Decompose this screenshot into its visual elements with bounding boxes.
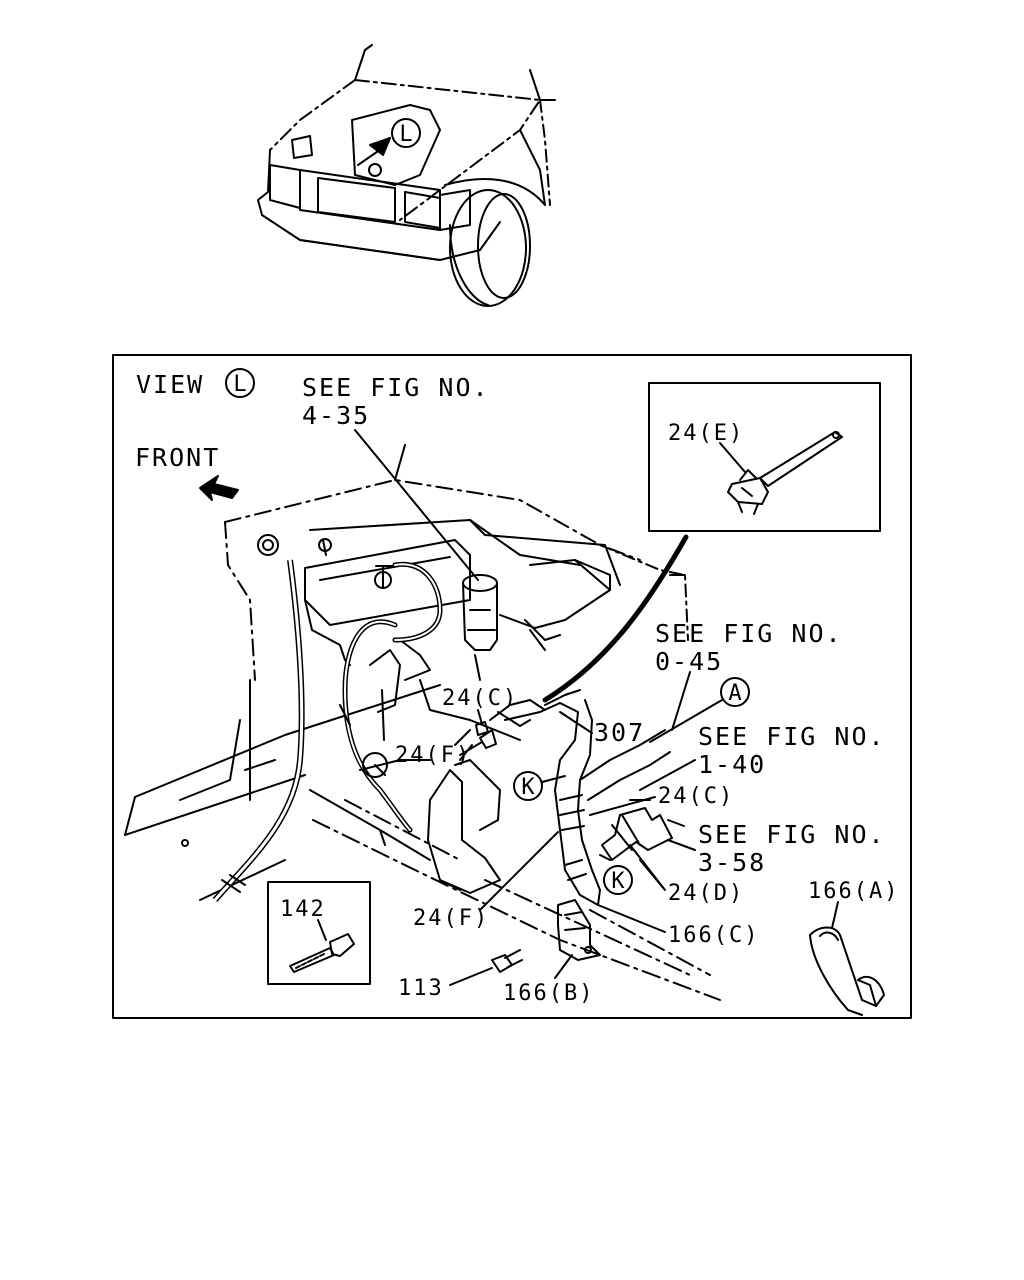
- marker-a: A: [649, 677, 750, 743]
- label-24d: 24(D): [668, 881, 744, 906]
- label-24c-upper: 24(C): [442, 686, 518, 711]
- leader-166b: [554, 954, 573, 979]
- see-fig-3-58: SEE FIG NO. 3-58: [698, 820, 886, 877]
- label-166c: 166(C): [668, 923, 759, 948]
- view-letter: L: [233, 372, 246, 397]
- inset-connector: [542, 534, 689, 703]
- view-frame: [112, 354, 912, 1019]
- leader-0-45: [671, 671, 691, 731]
- label-142: 142: [280, 897, 326, 922]
- label-24f-upper: 24(F): [395, 743, 471, 768]
- label-113: 113: [398, 976, 444, 1001]
- leader-1-40: [639, 759, 696, 791]
- see-fig-4-35-line2: 4-35: [302, 401, 370, 430]
- marker-k-upper: K: [513, 771, 566, 801]
- see-fig-0-45-line1: SEE FIG NO.: [655, 619, 843, 648]
- leader-24d: [629, 844, 666, 891]
- leader-3-58: [667, 839, 696, 851]
- view-prefix: VIEW: [136, 370, 204, 399]
- leader-166a: [831, 901, 839, 929]
- label-24e: 24(E): [668, 421, 744, 446]
- marker-k-lower: K: [603, 865, 633, 895]
- see-fig-3-58-line2: 3-58: [698, 848, 766, 877]
- label-166b: 166(B): [503, 981, 594, 1006]
- see-fig-4-35: SEE FIG NO. 4-35: [302, 373, 490, 430]
- inset-tie-142: [267, 881, 371, 985]
- marker-a-letter: A: [728, 681, 741, 706]
- front-label: FRONT: [135, 443, 220, 472]
- leader-24e: [719, 442, 746, 473]
- leader-24f-upper: [459, 741, 483, 756]
- see-fig-0-45: SEE FIG NO. 0-45: [655, 619, 843, 676]
- leader-24c-upper: [477, 709, 483, 725]
- cable-tie-142-icon: [289, 933, 355, 973]
- see-fig-1-40: SEE FIG NO. 1-40: [698, 722, 886, 779]
- protector-166a-icon: [809, 926, 885, 1016]
- label-166a: 166(A): [808, 879, 899, 904]
- leader-24c-right: [589, 796, 656, 816]
- see-fig-1-40-line1: SEE FIG NO.: [698, 722, 886, 751]
- leader-307: [559, 711, 593, 734]
- label-307: 307: [594, 718, 645, 747]
- leader-4-35: [354, 429, 479, 581]
- see-fig-1-40-line2: 1-40: [698, 750, 766, 779]
- leader-113: [449, 967, 493, 986]
- see-fig-3-58-line1: SEE FIG NO.: [698, 820, 886, 849]
- engine-bay-illustration: [124, 444, 721, 1001]
- vehicle-overview: [257, 44, 556, 307]
- leader-24f-lower: [479, 831, 559, 911]
- label-24c-right: 24(C): [658, 784, 734, 809]
- overview-marker-letter: L: [399, 122, 412, 147]
- overview-view-marker: L: [391, 118, 421, 148]
- marker-k-lower-letter: K: [611, 869, 625, 894]
- tie-clip-24e-icon: [727, 431, 843, 515]
- label-24f-lower: 24(F): [413, 906, 489, 931]
- leader-142: [317, 919, 327, 941]
- front-arrow-icon: [199, 475, 239, 501]
- view-title: VIEW L: [136, 368, 255, 399]
- inset-clip-24e: [648, 382, 881, 532]
- marker-k-upper-letter: K: [521, 775, 535, 800]
- see-fig-0-45-line2: 0-45: [655, 647, 723, 676]
- leader-166c: [597, 904, 666, 933]
- see-fig-4-35-line1: SEE FIG NO.: [302, 373, 490, 402]
